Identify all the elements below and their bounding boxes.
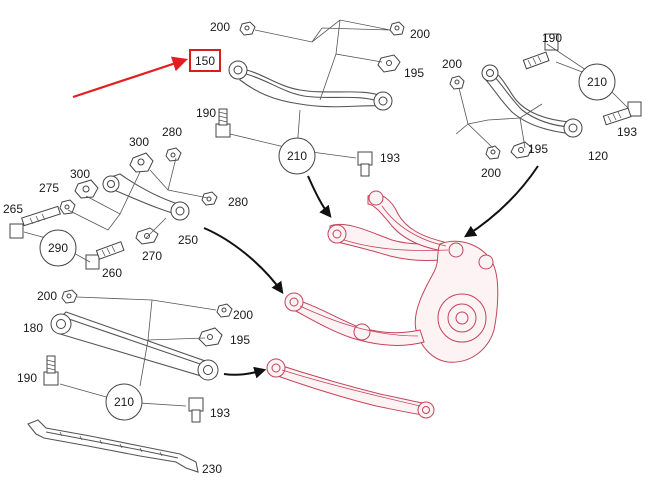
part-label-195[interactable]: 195 [404,66,424,80]
pointer-arrow [72,56,188,99]
bolt-190-bottom[interactable] [43,355,59,386]
washer-270[interactable] [135,227,159,245]
nut-200-right-b[interactable] [485,145,501,160]
part-label-300[interactable]: 300 [129,135,149,149]
part-label-200[interactable]: 200 [410,27,430,41]
tie-rod-250[interactable] [102,173,190,221]
svg-text:210: 210 [587,75,607,89]
part-label-190[interactable]: 190 [542,31,562,45]
upper-control-arm-150[interactable] [228,60,393,111]
nut-200-top-left[interactable] [239,21,256,36]
bolt-193-top[interactable] [357,151,373,177]
arrow-left-link [203,227,284,294]
washer-195-bottom[interactable] [198,327,223,347]
part-label-200[interactable]: 200 [442,57,462,71]
callout-210-top[interactable]: 210 [278,137,316,175]
washer-195-right[interactable] [510,141,533,159]
svg-text:210: 210 [114,395,134,409]
bolt-190-right[interactable] [522,33,559,70]
control-arm-120[interactable] [481,64,583,138]
part-label-193[interactable]: 193 [617,125,637,139]
bolt-193-right[interactable] [602,101,642,126]
callout-210-bottom[interactable]: 210 [105,383,143,421]
part-label-300[interactable]: 300 [70,167,90,181]
svg-text:210: 210 [287,149,307,163]
part-label-260[interactable]: 260 [102,266,122,280]
lower-control-arm-180[interactable] [50,311,219,381]
nut-200-bottom-left[interactable] [61,289,78,304]
nut-280-a[interactable] [165,147,182,162]
bolt-265[interactable] [9,205,61,239]
part-label-120[interactable]: 120 [588,149,608,163]
part-label-190[interactable]: 190 [196,106,216,120]
nut-200-right-a[interactable] [449,75,465,90]
part-label-195[interactable]: 195 [230,333,250,347]
part-label-150[interactable]: 150 [195,54,215,68]
bolt-190-top[interactable] [215,108,231,138]
part-label-280[interactable]: 280 [228,195,248,209]
part-label-275[interactable]: 275 [39,181,59,195]
highlight-box-150 [189,49,221,72]
washer-300-b[interactable] [74,179,99,199]
arrow-lower-arm [223,366,267,379]
part-label-190[interactable]: 190 [17,371,37,385]
assembled-suspension[interactable] [266,190,499,419]
part-label-270[interactable]: 270 [142,249,162,263]
bolt-193-bottom[interactable] [188,397,204,423]
svg-text:290: 290 [48,241,68,255]
bolt-260[interactable] [85,241,125,270]
part-label-230[interactable]: 230 [202,462,222,476]
part-label-250[interactable]: 250 [178,233,198,247]
part-label-180[interactable]: 180 [23,321,43,335]
nut-280-b[interactable] [201,191,218,206]
part-label-200[interactable]: 200 [233,308,253,322]
bracket-230[interactable] [27,419,199,473]
part-label-200[interactable]: 200 [481,166,501,180]
callout-290[interactable]: 290 [39,229,77,267]
nut-200-bottom-mid[interactable] [216,303,233,318]
part-label-200[interactable]: 200 [37,289,57,303]
part-label-280[interactable]: 280 [162,125,182,139]
washer-300-a[interactable] [129,152,154,173]
nut-275[interactable] [59,199,76,215]
part-label-195[interactable]: 195 [528,142,548,156]
part-label-193[interactable]: 193 [380,151,400,165]
callout-210-right[interactable]: 210 [578,63,616,101]
nut-200-top-right[interactable] [389,21,405,36]
arrow-right-arm [463,165,539,238]
part-label-265[interactable]: 265 [3,202,23,216]
part-label-193[interactable]: 193 [210,406,230,420]
part-label-200[interactable]: 200 [210,20,230,34]
washer-195-top[interactable] [377,54,401,73]
arrow-upper-arm [307,175,332,218]
